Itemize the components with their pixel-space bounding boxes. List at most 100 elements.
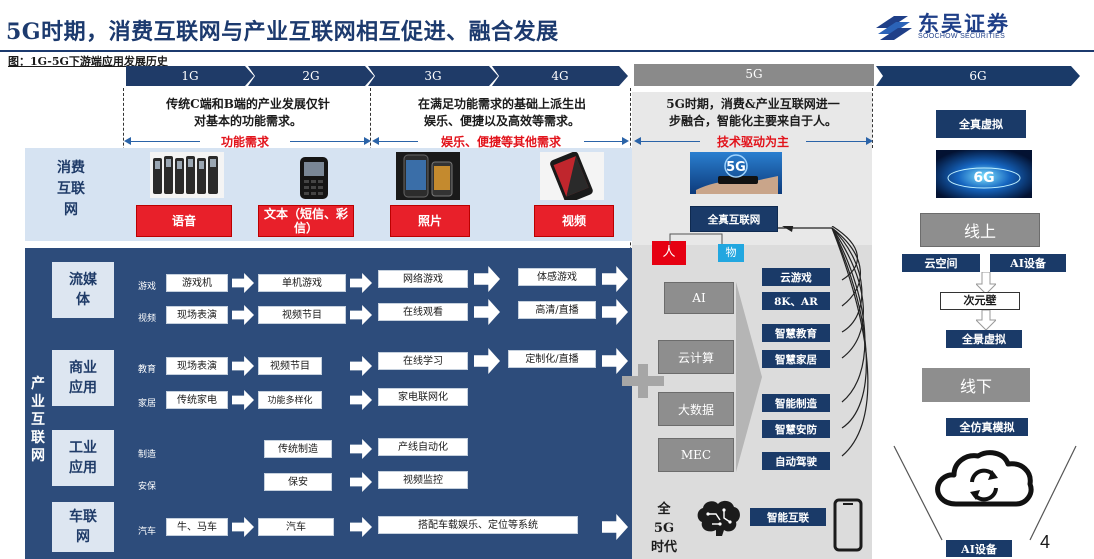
step-box: 保安 [264, 473, 332, 491]
step-box: 网络游戏 [378, 270, 468, 288]
5g-hand-image: 5G [690, 152, 782, 194]
cloud-space-box: 云空间 [902, 254, 980, 272]
step-box: 产线自动化 [378, 438, 468, 456]
panorama-box: 全景虚拟 [946, 330, 1022, 348]
figure-caption: 图：1G-5G下游端应用发展历史 [8, 55, 168, 68]
step-box: 视频节目 [258, 357, 322, 375]
gen-label: 4G [551, 69, 569, 83]
era-line: 全 [657, 502, 671, 517]
step-box: 现场表演 [166, 357, 228, 375]
human-box: 人 [652, 241, 686, 265]
era-line: 5G [653, 521, 675, 536]
step-box: 功能多样化 [258, 391, 322, 409]
6g-image-text: 6G [973, 170, 994, 186]
iphone-image [396, 152, 460, 200]
simulation-box: 全仿真模拟 [946, 418, 1028, 436]
smart-connect-box: 智能互联 [750, 508, 826, 526]
bracket-line [669, 233, 723, 244]
phase-2-desc: 在满足功能需求的基础上派生出 娱乐、便捷以及高效等需求。 [376, 96, 628, 130]
connector-lines [778, 226, 869, 457]
app-cloud-gaming: 云游戏 [762, 268, 830, 286]
arrow-right-icon [866, 137, 873, 145]
full-5g-era-label: 全 5G 时代 [650, 500, 678, 557]
nokia-phone-image [300, 157, 328, 199]
tech-ai: AI [664, 282, 734, 314]
step-box: 高清/直播 [518, 301, 596, 319]
consumer-item-voice: 语音 [136, 205, 232, 237]
phase-2-tag: 娱乐、便捷等其他需求 [418, 133, 584, 150]
step-box: 定制化/直播 [508, 350, 596, 368]
5g-image-text: 5G [726, 160, 746, 175]
online-box: 线上 [920, 213, 1040, 247]
step-box: 现场表演 [166, 306, 228, 324]
sub-label: 教育 [138, 365, 157, 375]
metaverse-box: 次元壁 [940, 292, 1020, 310]
page-title: 5G时期，消费互联网与产业互联网相互促进、融合发展 [6, 19, 559, 45]
gen-label: 5G [745, 67, 763, 81]
sub-label: 汽车 [138, 527, 157, 537]
down-arrow-icon [976, 272, 996, 294]
label-line: 应用 [69, 380, 97, 396]
label-line: 消费 [57, 160, 85, 176]
step-box: 在线学习 [378, 352, 468, 370]
app-smart-manufacturing: 智能制造 [762, 394, 830, 412]
app-smart-home: 智慧家居 [762, 350, 830, 368]
consumer-item-video: 视频 [534, 205, 614, 237]
step-box: 单机游戏 [258, 274, 346, 292]
tech-mec: MEC [658, 438, 734, 472]
desc-line: 在满足功能需求的基础上派生出 [417, 97, 586, 111]
row-label-vehicle: 车联网 [52, 502, 114, 552]
down-arrow-icon [976, 310, 996, 330]
app-autonomous-driving: 自动驾驶 [762, 452, 830, 470]
label-line: 应用 [69, 460, 97, 476]
step-box: 传统制造 [264, 440, 332, 458]
sub-label: 安保 [138, 482, 157, 492]
desc-line: 步融合，智能化主要来自于人。 [668, 114, 837, 128]
industrial-internet-panel [25, 248, 632, 559]
header-divider [0, 50, 1094, 52]
consumer-internet-label: 消费 互联 网 [40, 158, 102, 221]
label-line: 商业 [69, 360, 97, 376]
label-line: 体 [76, 292, 90, 308]
desc-line: 5G时期，消费&产业互联网进一 [666, 97, 840, 111]
label-line: 互联 [57, 181, 85, 197]
ai-device-box: AI设备 [990, 254, 1066, 272]
gen-label: 6G [969, 69, 987, 83]
sub-label: 视频 [138, 314, 157, 324]
soochow-logo-icon [876, 16, 912, 40]
feature-phones-image [150, 152, 224, 198]
gen-2g-arrow: 2G [248, 66, 374, 86]
gen-4g-arrow: 4G [492, 66, 628, 86]
sub-label: 家居 [138, 399, 157, 409]
dashed-divider [872, 88, 873, 148]
phase-1-desc: 传统C端和B端的产业发展仅针 对基本的功能需求。 [128, 96, 368, 130]
mobile-phone-icon [833, 498, 863, 552]
app-smart-security: 智慧安防 [762, 420, 830, 438]
gen-label: 1G [181, 69, 199, 83]
step-box: 传统家电 [166, 391, 228, 409]
era-line: 时代 [650, 540, 677, 555]
step-box: 牛、马车 [166, 518, 228, 536]
smartphone-image [540, 152, 604, 200]
step-box: 搭配车载娱乐、定位等系统 [378, 516, 578, 534]
step-box: 视频节目 [258, 306, 346, 324]
app-8k-ar: 8K、AR [762, 292, 830, 310]
label-line: 网 [76, 529, 90, 545]
tech-bigdata: 大数据 [658, 392, 734, 426]
phase-3-tag: 技术驱动为主 [700, 133, 806, 150]
full-real-internet-box: 全真互联网 [690, 206, 778, 232]
gen-label: 2G [302, 69, 320, 83]
6g-image: 6G [936, 150, 1032, 198]
arrow-right-icon [622, 137, 629, 145]
gen-3g-arrow: 3G [368, 66, 498, 86]
arrow-left-icon [124, 137, 131, 145]
thing-box: 物 [718, 244, 744, 262]
sub-label: 游戏 [138, 282, 157, 292]
arrow-left-icon [372, 137, 379, 145]
step-box: 汽车 [258, 518, 334, 536]
logo-name: 东吴证券 [918, 12, 1010, 36]
funnel-lines [893, 445, 1077, 541]
logo-subtitle: SOOCHOW SECURITIES [918, 33, 1006, 40]
gen-6g-arrow: 6G [876, 66, 1080, 86]
industrial-internet-label: 产业互联网 [31, 376, 45, 464]
